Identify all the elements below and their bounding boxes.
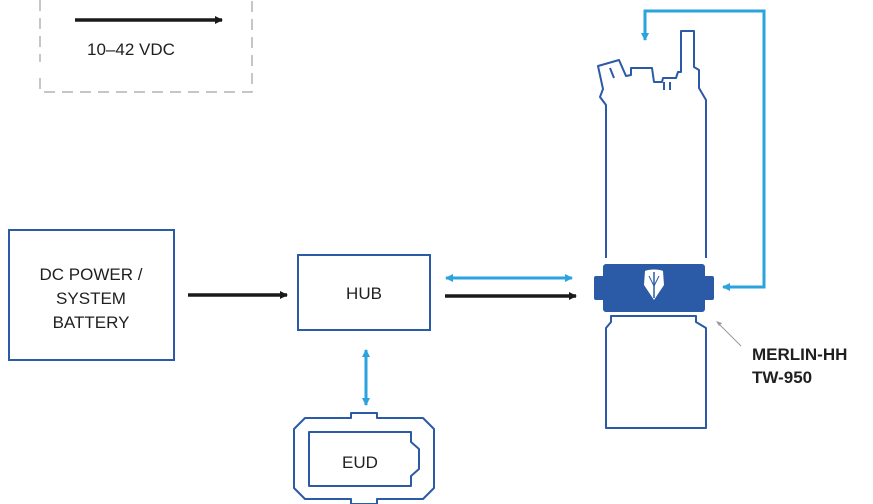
dc-power-node: DC POWER / SYSTEM BATTERY xyxy=(8,229,175,361)
radio-name-line2: TW-950 xyxy=(752,368,812,387)
legend-power-label: 10–42 VDC xyxy=(87,40,175,59)
data-link-radio-loop xyxy=(641,9,766,291)
dc-power-label-line3: BATTERY xyxy=(53,313,130,332)
dc-power-label-line2: SYSTEM xyxy=(56,289,126,308)
dc-power-label-line1: DC POWER / xyxy=(40,265,143,284)
hub-label: HUB xyxy=(346,284,382,303)
eud-device-icon: EUD xyxy=(293,412,435,504)
hub-node: HUB xyxy=(297,254,431,331)
radio-label-pointer xyxy=(717,322,742,347)
eud-label: EUD xyxy=(342,453,378,472)
handheld-radio-icon xyxy=(594,30,714,429)
legend-box: 10–42 VDC xyxy=(39,0,253,93)
radio-name-line1: MERLIN-HH xyxy=(752,345,847,364)
